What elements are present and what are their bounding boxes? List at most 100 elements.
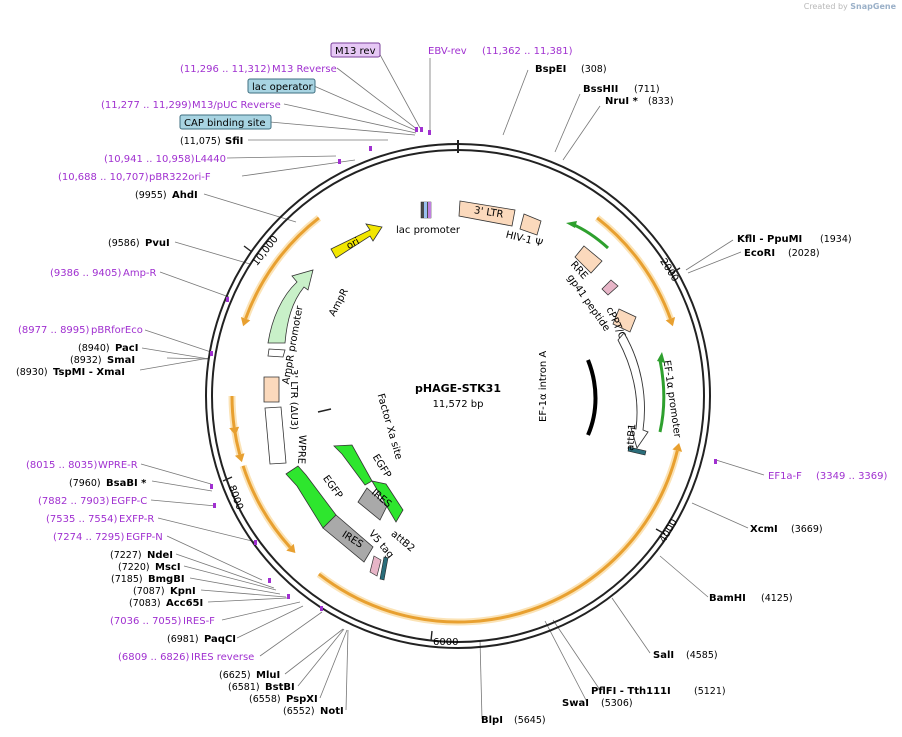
ef1a-promoter-arrow [617,332,649,450]
label-attb1: attB1 [625,423,638,451]
green-arc-top [571,222,610,250]
name-ef1a-f: EF1a-F [768,471,802,482]
pos-tspmi: (8930) [16,367,48,378]
pos-kpni: (7087) [133,586,165,597]
pos-acc65i: (7083) [129,598,161,609]
pos-bsabi: (7960) [69,478,101,489]
left-labels: (11,296 .. 11,312) M13 Reverse (11,277 .… [16,64,344,717]
orf-arc-2 [317,450,679,624]
label-egfp-outer: EGFP [320,474,344,501]
name-pvui: PvuI [145,238,170,249]
name-blpi: BlpI [481,715,503,726]
ori-arrow [330,223,383,259]
name-tspmi: TspMI - XmaI [53,367,125,378]
cap-site-box [179,114,272,130]
credit-prefix: Created by [803,2,848,11]
pos-smai: (8932) [70,355,102,366]
tick-label-8000: 8000 [226,484,245,512]
pos-sali: (4585) [686,650,718,661]
pos-ires-reverse: (6809 .. 6826) [118,652,190,663]
tick-marks [222,245,681,642]
pos-kfli: (1934) [820,234,852,245]
name-mlui: MluI [256,670,280,681]
lac-promoter-stripe2 [428,202,431,218]
name-nrui: NruI * [605,96,639,107]
green-arc-right [658,359,666,433]
primer-marks [210,127,717,611]
v5-tag-box [369,555,382,577]
name-sali: SalI [653,650,674,661]
pos-bamhi: (4125) [761,593,793,604]
pos-ef1a-f: (3349 .. 3369) [816,471,888,482]
name-pbr322ori: pBR322ori-F [149,172,211,183]
egfp-inner-body [371,480,404,523]
egfp-inner-arrow [333,444,373,486]
name-paqci: PaqCI [204,634,236,645]
label-egfp-inner: EGFP [370,453,393,481]
orf-arc-5-head [229,426,240,436]
name-wpre-r: WPRE-R [98,460,138,471]
pos-pvui: (9586) [108,238,140,249]
label-wpre: WPRE [295,435,307,465]
label-lac-promoter: lac promoter [396,225,461,236]
name-sfii: SfiI [225,136,243,147]
m13rev-text: M13 rev [335,46,376,57]
name-egfp-n: EGFP-N [126,532,163,543]
pos-egfp-n: (7274 .. 7295) [53,532,125,543]
name-noti: NotI [320,706,344,717]
pos-egfp-c: (7882 .. 7903) [38,496,110,507]
name-paci: PacI [115,343,138,354]
ef1a-intron-arc [586,359,598,436]
pos-exfp-r: (7535 .. 7554) [46,514,118,525]
pos-ebv-rev: (11,362 .. 11,381) [482,46,573,57]
pos-sfii: (11,075) [180,136,221,147]
name-ires-reverse: IRES reverse [191,652,254,663]
name-pflfi: PflFI - Tth111I [591,686,671,697]
name-smai: SmaI [107,355,135,366]
pos-l4440: (10,941 .. 10,958) [104,154,195,165]
pos-ecori: (2028) [788,248,820,259]
name-exfp-r: EXFP-R [119,514,154,525]
pos-m13-reverse: (11,296 .. 11,312) [180,64,271,75]
attb2-mark [379,556,389,581]
label-gp41: gp41 peptide [565,273,612,334]
pos-bsshii: (711) [634,84,660,95]
hiv-psi-box [519,213,542,236]
pos-ires-f: (7036 .. 7055) [110,616,182,627]
right-labels: EBV-rev (11,362 .. 11,381) BspEI (308) B… [428,46,888,726]
orf-arcs [228,215,683,626]
pos-pbr322ori: (10,688 .. 10,707) [58,172,149,183]
pos-mlui: (6625) [219,670,251,681]
plasmid-size: 11,572 bp [433,399,484,410]
pos-nrui: (833) [648,96,674,107]
name-l4440: L4440 [195,154,226,165]
name-bsabi: BsaBI * [106,478,147,489]
name-m13puc: M13/pUC Reverse [192,100,281,111]
orf-arc-2-head [672,443,683,452]
name-ahdi: AhdI [172,190,198,201]
name-acc65i: Acc65I [166,598,203,609]
name-kpni: KpnI [170,586,196,597]
factor-xa-mark [317,408,332,413]
name-msci: MscI [155,562,181,573]
pos-pbrforeco: (8977 .. 8995) [18,325,90,336]
name-bmgbi: BmgBI [148,574,185,585]
right-leader-lines [429,58,765,720]
ltr-du3-box [263,376,280,403]
name-amp-r: Amp-R [123,268,157,279]
pos-paci: (8940) [78,343,110,354]
name-bsshii: BssHII [583,84,618,95]
name-pbrforeco: pBRforEco [91,325,143,336]
backbone-inner [211,149,705,643]
orf-arc-1-halo [594,215,674,320]
pos-amp-r: (9386 .. 9405) [50,268,122,279]
green-arc-right-head [657,352,665,363]
lac-operator-text: lac operator [252,82,313,93]
left-leader-lines [139,50,421,711]
pos-swai: (5306) [601,698,633,709]
wpre-box [264,406,287,465]
name-ndei: NdeI [147,550,173,561]
pos-pspxi: (6558) [249,694,281,705]
label-ltr-du3: 3' LTR (ΔU3) [288,369,299,430]
pos-xcmi: (3669) [791,524,823,535]
